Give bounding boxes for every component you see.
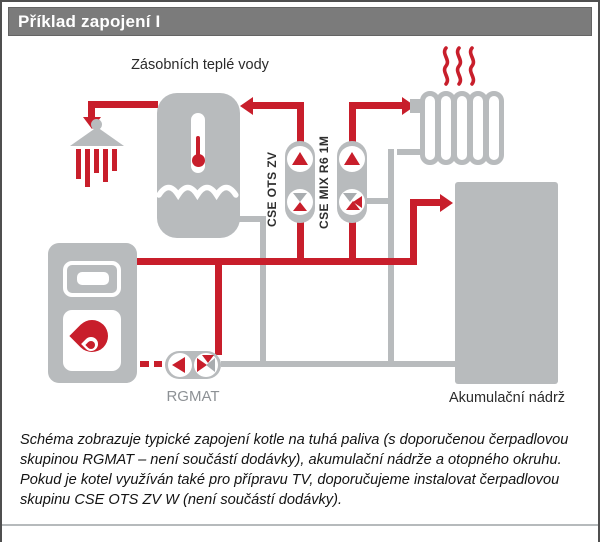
pipe-mix-riser [349,102,356,146]
pipe-return-main [221,361,456,367]
pump-arrow-icon [339,146,365,172]
pump-group-mix-label: CSE MIX R6 1M [317,135,331,229]
pipe-mix-down [349,218,356,265]
shower-knob [91,119,102,130]
arrow-right-icon [440,194,453,212]
pump-arrow-icon [168,353,192,377]
pump-arrow-icon [287,146,313,172]
pipe-accumulator-riser [410,199,417,265]
thermometer-bulb [191,154,205,167]
pipe-shower-h [88,101,158,108]
boiler-combustion-window [63,310,121,371]
water-stream [94,149,99,173]
accumulator-label: Akumulační nádrž [448,390,566,406]
pipe-mix-top-h [349,102,404,109]
pipe-boiler-rgmat-dash [140,361,149,367]
dhw-tank-label: Zásobních teplé vody [131,57,269,73]
check-valve-icon [287,189,313,215]
figure-description: Schéma zobrazuje typické zapojení kotle … [20,432,569,508]
boiler-display [63,261,121,297]
radiator-inlet-stub [410,99,421,113]
water-stream [103,149,108,182]
pipe-mix-return-stub [364,198,390,204]
pipe-tank-return-h [239,216,266,222]
thermometer-stem [196,136,200,162]
pipe-dhw-down [297,218,304,265]
pipe-shower-v [88,101,95,118]
header-bar: Příklad zapojení I [8,7,592,36]
arrow-left-icon [240,97,253,115]
pipe-rgmat-drop [215,258,222,355]
water-stream [112,149,117,171]
heat-waves-icon [442,46,476,86]
pipe-boiler-rgmat-dash [154,361,162,367]
mix-valve-icon [194,353,218,377]
water-waves-icon [157,184,239,201]
pipe-accumulator-h [410,199,442,206]
pipe-radiator-return-h [397,149,422,155]
pump-group-rgmat-label: RGMAT [166,388,220,405]
pipe-tank-return-v [260,216,266,367]
pipe-main-h [134,258,417,265]
pipe-dhw-riser [297,102,304,146]
shower-head [70,127,124,146]
pipe-dhw-top-h [251,102,304,109]
mix-valve-icon [339,189,365,215]
water-stream [85,149,90,187]
figure-bottom-rule [2,524,598,526]
accumulator-tank [455,182,558,384]
water-stream [76,149,81,179]
pump-group-dhw-label: CSE OTS ZV [265,151,279,227]
boiler-display-slot [77,272,109,285]
radiator-icon [420,91,504,165]
page-title: Příklad zapojení I [18,12,161,31]
